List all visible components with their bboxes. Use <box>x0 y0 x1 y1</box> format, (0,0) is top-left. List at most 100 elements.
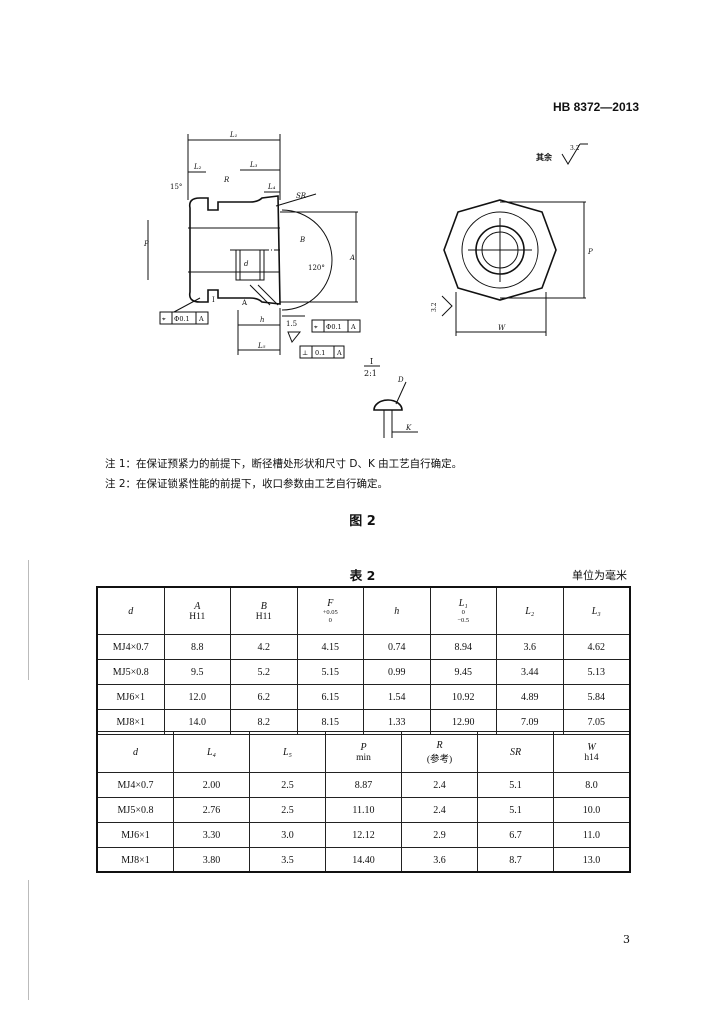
roughness-value: 3.2 <box>570 145 580 152</box>
technical-drawing: L₁ L₂ L₃ L₄ R SR 15° 120° B P A d h L₅ I… <box>143 131 593 438</box>
header-subtitle: H11 <box>189 611 206 622</box>
header-symbol: d <box>133 746 138 758</box>
roughness-value-side: 3.2 <box>431 302 438 312</box>
table-cell: 4.62 <box>562 634 630 660</box>
header-cell: L₂ <box>496 587 564 635</box>
table-cell: MJ6×1 <box>97 822 174 848</box>
table-cell: 12.12 <box>325 822 402 848</box>
header-cell: L₅ <box>249 731 326 773</box>
dim-L2: L₂ <box>193 163 202 171</box>
header-subtitle: H11 <box>255 611 272 622</box>
dim-L4: L₄ <box>267 183 276 191</box>
table-cell: 8.94 <box>429 634 497 660</box>
table-cell: 14.0 <box>163 709 231 735</box>
table-cell: 3.30 <box>173 822 250 848</box>
table-cell: MJ5×0.8 <box>97 797 174 823</box>
table-cell: 3.6 <box>401 847 478 873</box>
note-1: 注 1：在保证预紧力的前提下，断径槽处形状和尺寸 D、K 由工艺自行确定。 <box>105 458 463 470</box>
table-cell: 3.0 <box>249 822 326 848</box>
table-cell: 8.87 <box>325 772 402 798</box>
table-cell: 2.9 <box>401 822 478 848</box>
table-cell: 8.8 <box>163 634 231 660</box>
tolerance-lower: −0.5 <box>457 616 470 624</box>
header-symbol: P <box>360 741 367 753</box>
table-cell: 5.15 <box>296 659 364 685</box>
header-subtitle: min <box>356 752 371 763</box>
dim-SR: SR <box>296 192 307 200</box>
table-cell: 3.44 <box>496 659 564 685</box>
margin-line <box>28 880 29 1000</box>
tolerance-lower: 0 <box>328 616 332 624</box>
table-cell: MJ8×1 <box>97 847 174 873</box>
table-cell: MJ4×0.7 <box>97 634 165 660</box>
table-cell: 6.2 <box>230 684 298 710</box>
dim-L3: L₃ <box>249 161 258 169</box>
table-cell: 9.45 <box>429 659 497 685</box>
angle-120: 120° <box>308 264 325 272</box>
dim-d: d <box>244 260 249 268</box>
header-symbol: R <box>436 739 443 751</box>
dim-D: D <box>397 376 404 384</box>
header-cell: SR <box>477 731 554 773</box>
table-cell: 13.0 <box>553 847 630 873</box>
table-cell: MJ5×0.8 <box>97 659 165 685</box>
table-cell: 0.74 <box>363 634 431 660</box>
header-cell: L₄ <box>173 731 250 773</box>
dim-R: R <box>223 176 230 184</box>
figure-caption: 图 2 <box>349 514 376 529</box>
table-cell: 6.7 <box>477 822 554 848</box>
page-number: 3 <box>623 933 630 946</box>
roughness-rest-label: 其余 <box>536 152 553 162</box>
table-cell: 10.92 <box>429 684 497 710</box>
table-cell: 4.15 <box>296 634 364 660</box>
header-subtitle: h14 <box>584 752 599 763</box>
tol-position-left: Φ0.1 <box>174 315 190 323</box>
header-symbol: F <box>327 597 334 609</box>
table-cell: 5.1 <box>477 772 554 798</box>
header-symbol: d <box>128 605 134 617</box>
table-cell: 0.99 <box>363 659 431 685</box>
dim-h: h <box>260 316 265 324</box>
header-cell: d <box>97 587 165 635</box>
table-cell: 12.0 <box>163 684 231 710</box>
table-cell: 2.76 <box>173 797 250 823</box>
header-cell: d <box>97 731 174 773</box>
table-cell: 3.80 <box>173 847 250 873</box>
header-symbol: B <box>260 600 267 612</box>
tol-ref-left: A <box>198 315 204 323</box>
tol-ref-perp: A <box>336 349 342 357</box>
table-cell: 3.6 <box>496 634 564 660</box>
dim-K: K <box>405 424 412 432</box>
note-2: 注 2：在保证锁紧性能的前提下，收口参数由工艺自行确定。 <box>105 478 389 490</box>
dim-P-right: P <box>587 248 593 256</box>
dim-W: W <box>498 324 506 332</box>
section-I: I <box>212 296 215 304</box>
margin-line <box>28 560 29 680</box>
table-cell: 12.90 <box>429 709 497 735</box>
tolerance-upper: +0.05 <box>322 608 338 616</box>
table-cell: 8.0 <box>553 772 630 798</box>
dim-1-5: 1.5 <box>286 320 297 328</box>
table-cell: MJ4×0.7 <box>97 772 174 798</box>
header-symbol: L₃ <box>591 605 601 617</box>
table-cell: 11.0 <box>553 822 630 848</box>
header-symbol: A <box>194 600 201 612</box>
header-symbol: W <box>587 741 596 753</box>
angle-15: 15° <box>170 183 182 191</box>
table-cell: 2.5 <box>249 797 326 823</box>
table-cell: 9.5 <box>163 659 231 685</box>
table-cell: 5.13 <box>562 659 630 685</box>
header-symbol: L₅ <box>282 746 293 758</box>
header-symbol: L₁ <box>458 597 468 609</box>
